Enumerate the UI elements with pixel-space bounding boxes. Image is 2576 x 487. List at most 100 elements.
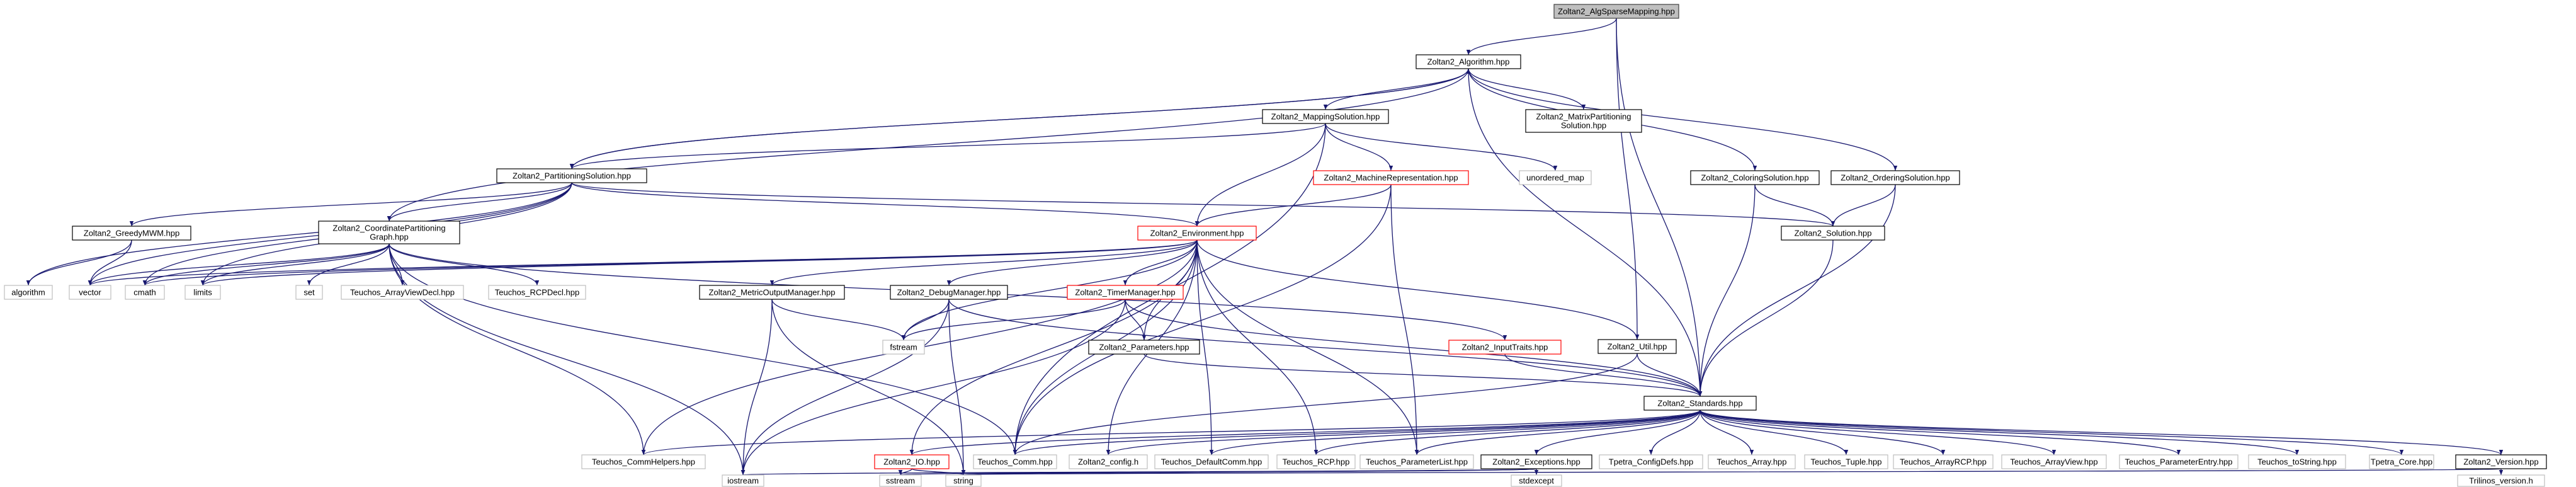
edge-machine_rep-to-param_list	[1390, 184, 1419, 455]
node-tuple-hpp: Teuchos_Tuple.hpp	[1804, 454, 1888, 469]
node-debug-manager[interactable]: Zoltan2_DebugManager.hpp	[890, 285, 1008, 300]
edge-mapping_solution-to-partitioning_solution	[570, 123, 1326, 169]
edge-standards-to-tuple_hpp	[1699, 410, 1849, 455]
node-label: Teuchos_ArrayView.hpp	[2010, 457, 2097, 467]
node-label: fstream	[890, 343, 917, 352]
dependency-edges	[26, 18, 2504, 476]
node-label: Zoltan2_PartitioningSolution.hpp	[513, 171, 631, 181]
edge-timer_manager-to-standards	[1125, 299, 1703, 397]
node-std-algorithm: algorithm	[4, 285, 53, 300]
node-machine-rep[interactable]: Zoltan2_MachineRepresentation.hpp	[1313, 170, 1469, 185]
node-comm-hpp: Teuchos_Comm.hpp	[973, 454, 1057, 469]
node-solution-hpp[interactable]: Zoltan2_Solution.hpp	[1781, 226, 1885, 241]
node-label: Teuchos_RCPDecl.hpp	[495, 288, 579, 297]
node-box	[1830, 170, 1960, 185]
node-label: Zoltan2_Standards.hpp	[1657, 399, 1742, 408]
edge-standards-to-tpetra_config	[1648, 410, 1701, 455]
node-metric-output[interactable]: Zoltan2_MetricOutputManager.hpp	[699, 285, 845, 300]
edge-input_traits-to-standards	[1504, 353, 1703, 397]
edge-debug_manager-to-string	[948, 299, 966, 476]
node-box	[318, 221, 460, 244]
node-label: Zoltan2_MappingSolution.hpp	[1271, 112, 1380, 122]
node-ordering-solution[interactable]: Zoltan2_OrderingSolution.hpp	[1830, 170, 1960, 185]
edge-standards-to-config_h	[1106, 410, 1701, 455]
node-box	[69, 285, 111, 300]
edge-coord_graph-to-limits	[200, 243, 390, 286]
node-box	[1480, 454, 1592, 469]
edge-standards-to-version_hpp	[1699, 410, 2503, 455]
edge-io_hpp-to-sstream	[898, 468, 912, 476]
node-label: Zoltan2_Exceptions.hpp	[1492, 457, 1580, 467]
edge-ordering_solution-to-solution_hpp	[1830, 184, 1896, 227]
node-box	[882, 340, 925, 355]
edge-metric_output-to-fstream	[771, 299, 906, 341]
node-mapping-solution[interactable]: Zoltan2_MappingSolution.hpp	[1262, 109, 1389, 124]
node-box	[1553, 4, 1679, 19]
node-box	[488, 285, 586, 300]
node-box	[496, 168, 647, 183]
edge-environment-to-limits	[201, 239, 1198, 286]
edge-standards-to-param_entry	[1699, 410, 2181, 455]
edge-standards-to-io_hpp	[910, 410, 1701, 455]
edge-coord_graph-to-comm_helpers	[389, 243, 646, 455]
node-box	[1137, 226, 1257, 241]
edge-machine_rep-to-comm_hpp	[1013, 184, 1392, 455]
node-label: Teuchos_ArrayRCP.hpp	[1900, 457, 1987, 467]
node-box	[879, 474, 922, 487]
edge-standards-to-comm_helpers	[642, 410, 1701, 455]
node-box	[1448, 340, 1562, 355]
edge-mapping_solution-to-unordered_map	[1325, 123, 1558, 171]
node-parameters[interactable]: Zoltan2_Parameters.hpp	[1088, 340, 1200, 355]
node-comm-helpers: Teuchos_CommHelpers.hpp	[581, 454, 706, 469]
edge-greedy_mwm-to-vector	[88, 239, 132, 286]
node-box	[1067, 285, 1184, 300]
edge-environment-to-io_hpp	[909, 239, 1198, 455]
node-label: Zoltan2_CoordinatePartitioning	[332, 224, 445, 233]
node-label: sstream	[886, 476, 915, 486]
node-box	[1088, 340, 1200, 355]
edge-coord_graph-to-iostream	[389, 243, 746, 476]
node-io-hpp[interactable]: Zoltan2_IO.hpp	[874, 454, 950, 469]
node-label: Teuchos_ArrayViewDecl.hpp	[350, 288, 455, 297]
node-box	[1708, 454, 1796, 469]
edge-standards-to-comm_hpp	[1013, 410, 1701, 455]
node-label: Zoltan2_MachineRepresentation.hpp	[1324, 173, 1458, 183]
edge-standards-to-array_hpp	[1699, 410, 1754, 455]
node-environment[interactable]: Zoltan2_Environment.hpp	[1137, 226, 1257, 241]
node-rcp-decl: Teuchos_RCPDecl.hpp	[488, 285, 586, 300]
node-greedy-mwm[interactable]: Zoltan2_GreedyMWM.hpp	[72, 226, 191, 241]
node-label: Zoltan2_Version.hpp	[2463, 457, 2538, 467]
edge-standards-to-param_list	[1414, 410, 1701, 455]
node-util-hpp[interactable]: Zoltan2_Util.hpp	[1597, 339, 1677, 354]
dependency-nodes: Zoltan2_AlgSparseMapping.hppZoltan2_Algo…	[4, 4, 2547, 487]
node-algorithm-hpp[interactable]: Zoltan2_Algorithm.hpp	[1416, 54, 1521, 69]
node-coloring-solution[interactable]: Zoltan2_ColoringSolution.hpp	[1690, 170, 1820, 185]
node-box	[2369, 454, 2434, 469]
node-timer-manager[interactable]: Zoltan2_TimerManager.hpp	[1067, 285, 1184, 300]
edge-coloring_solution-to-standards	[1698, 184, 1756, 397]
node-exceptions[interactable]: Zoltan2_Exceptions.hpp	[1480, 454, 1592, 469]
node-label: Zoltan2_MatrixPartitioning	[1536, 112, 1631, 122]
node-partitioning-solution[interactable]: Zoltan2_PartitioningSolution.hpp	[496, 168, 647, 183]
edge-ordering_solution-to-standards	[1698, 184, 1896, 397]
edge-environment-to-timer_manager	[1123, 239, 1198, 286]
edge-coord_graph-to-cmath	[142, 243, 390, 286]
edge-algorithm_hpp-to-matrix_partitioning	[1468, 68, 1586, 110]
node-box	[2457, 474, 2545, 487]
node-version-hpp[interactable]: Zoltan2_Version.hpp	[2455, 454, 2547, 469]
edge-partitioning_solution-to-greedy_mwm	[129, 182, 572, 227]
node-input-traits[interactable]: Zoltan2_InputTraits.hpp	[1448, 340, 1562, 355]
node-box	[1359, 454, 1474, 469]
node-box	[1069, 454, 1148, 469]
node-label: Teuchos_ParameterList.hpp	[1366, 457, 1468, 467]
node-standards[interactable]: Zoltan2_Standards.hpp	[1643, 396, 1757, 411]
node-rcp-hpp: Teuchos_RCP.hpp	[1276, 454, 1356, 469]
node-iostream: iostream	[722, 474, 764, 487]
node-label: Teuchos_Array.hpp	[1716, 457, 1786, 467]
node-box	[1511, 474, 1562, 487]
node-box	[1313, 170, 1469, 185]
edge-algorithm_hpp-to-standards	[1468, 68, 1703, 397]
